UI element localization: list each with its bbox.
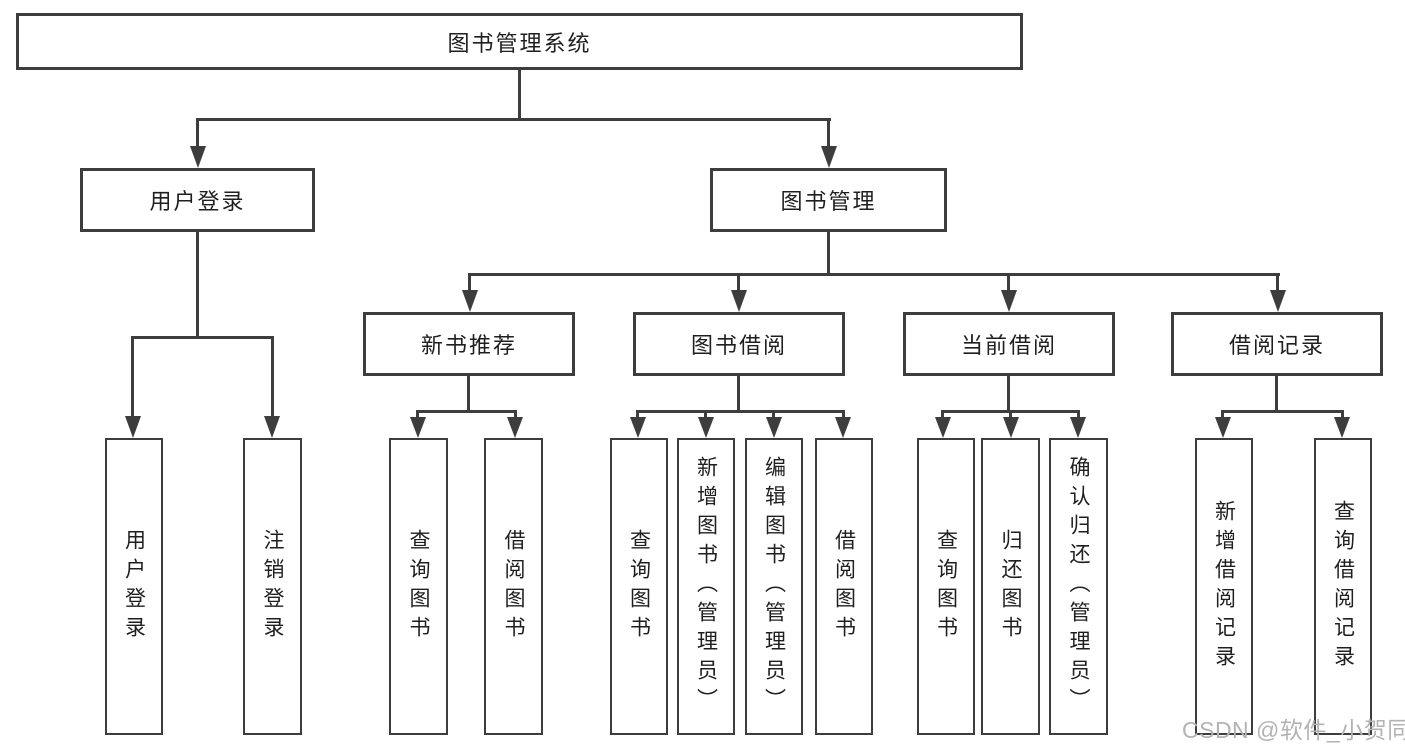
csdn-watermark: CSDN @软件_小贺同学 [1182,717,1405,743]
node-book-borrowing: 图书借阅 [633,312,845,376]
node-borrowing-records-label: 借阅记录 [1228,333,1325,358]
leaf-user-login: 用户登录 [105,438,163,735]
connector-arrow-stem [1009,410,1012,418]
node-root-library-system: 图书管理系统 [16,13,1023,70]
connector-root-rail [197,118,831,121]
leaf-query-books-recommend: 查询图书 [389,438,448,735]
leaf-query-books-borrow: 查询图书 [610,438,668,735]
connector-borrow-record-rail [1221,410,1344,413]
connector-book-mgmt-stem [827,232,830,273]
leaf-add-books-admin-label: 新增图书（管理员） [694,456,718,717]
arrow-down-icon [1334,417,1350,438]
leaf-return-books-label: 归还图书 [999,528,1022,645]
arrow-down-icon [1070,417,1086,438]
leaf-confirm-return-admin: 确认归还（管理员） [1049,438,1108,735]
node-user-login: 用户登录 [80,168,315,232]
arrow-down-icon [190,146,206,168]
leaf-edit-books-admin-label: 编辑图书（管理员） [762,456,786,717]
arrow-down-icon [462,290,478,312]
connector-arrow-stem [1221,410,1224,418]
leaf-query-books-recommend-label: 查询图书 [407,528,430,645]
connector-arrow-stem [131,336,134,416]
connector-root-stem [518,70,521,118]
connector-book-borrow-rail [636,410,845,413]
leaf-edit-books-admin: 编辑图书（管理员） [745,438,803,735]
arrow-down-icon [1215,417,1231,438]
leaf-logout-label: 注销登录 [261,528,284,645]
connector-arrow-stem [704,410,707,418]
connector-arrow-stem [1007,273,1010,292]
arrow-down-icon [835,417,851,438]
connector-arrow-stem [827,118,830,148]
connector-borrow-record-stem [1275,376,1278,410]
node-user-login-label: 用户登录 [149,189,246,214]
leaf-query-books-current-label: 查询图书 [934,528,958,645]
arrow-down-icon [125,416,141,438]
node-current-borrowing-label: 当前借阅 [960,333,1057,358]
arrow-down-icon [766,417,782,438]
node-book-borrowing-label: 图书借阅 [690,333,787,358]
connector-arrow-stem [842,410,845,418]
connector-book-borrow-stem [737,376,740,410]
leaf-return-books: 归还图书 [981,438,1040,735]
leaf-query-books-borrow-label: 查询图书 [627,528,651,645]
node-current-borrowing: 当前借阅 [903,312,1115,376]
connector-arrow-stem [737,273,740,292]
connector-user-login-stem [196,232,199,336]
leaf-borrow-books-recommend-label: 借阅图书 [502,528,525,645]
connector-arrow-stem [271,336,274,416]
arrow-down-icon [1270,290,1286,312]
leaf-user-login-label: 用户登录 [122,528,146,645]
arrow-down-icon [1001,290,1017,312]
connector-arrow-stem [468,273,471,292]
arrow-down-icon [821,146,837,168]
connector-current-borrow-stem [1007,376,1010,410]
arrow-down-icon [1003,417,1019,438]
arrow-down-icon [731,290,747,312]
leaf-logout: 注销登录 [243,438,302,735]
connector-arrow-stem [1276,273,1279,292]
arrow-down-icon [698,417,714,438]
leaf-query-borrow-record: 查询借阅记录 [1314,438,1372,735]
connector-new-book-stem [467,376,470,410]
leaf-query-borrow-record-label: 查询借阅记录 [1331,499,1355,674]
arrow-down-icon [507,417,523,438]
connector-arrow-stem [196,118,199,148]
leaf-confirm-return-admin-label: 确认归还（管理员） [1067,456,1090,717]
arrow-down-icon [935,417,951,438]
leaf-query-books-current: 查询图书 [917,438,975,735]
node-book-management: 图书管理 [710,168,947,232]
leaf-add-books-admin: 新增图书（管理员） [677,438,735,735]
connector-book-mgmt-rail [468,273,1280,276]
node-new-book-recommend: 新书推荐 [363,312,575,376]
leaf-add-borrow-record: 新增借阅记录 [1195,438,1253,735]
leaf-add-borrow-record-label: 新增借阅记录 [1212,499,1236,674]
node-new-book-recommend-label: 新书推荐 [420,333,517,358]
connector-arrow-stem [1341,410,1344,418]
arrow-down-icon [630,417,646,438]
node-book-management-label: 图书管理 [780,189,877,214]
leaf-borrow-books-label: 借阅图书 [832,528,856,645]
connector-arrow-stem [636,410,639,418]
node-root-label: 图书管理系统 [447,30,592,56]
node-borrowing-records: 借阅记录 [1171,312,1383,376]
connector-user-login-rail [131,336,274,339]
connector-arrow-stem [772,410,775,418]
connector-new-book-rail [416,410,517,413]
connector-arrow-stem [514,410,517,418]
leaf-borrow-books: 借阅图书 [815,438,873,735]
leaf-borrow-books-recommend: 借阅图书 [484,438,543,735]
connector-arrow-stem [941,410,944,418]
arrow-down-icon [410,417,426,438]
connector-arrow-stem [1077,410,1080,418]
arrow-down-icon [264,416,280,438]
connector-arrow-stem [416,410,419,418]
